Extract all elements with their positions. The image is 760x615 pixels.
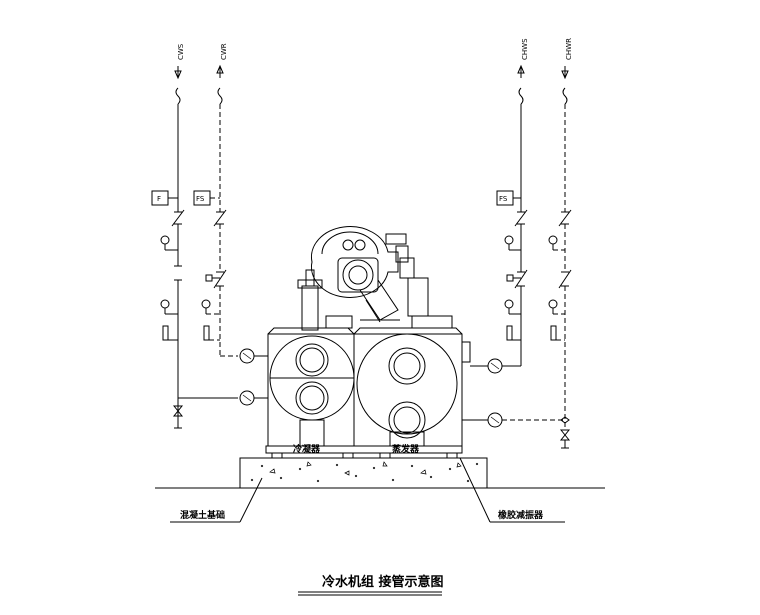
cwr-label: CWR xyxy=(220,43,228,60)
chws-pipe: CHWS FS xyxy=(470,38,529,374)
damper-label: 橡胶减振器 xyxy=(498,509,544,521)
foundation-callout: 混凝土基础 xyxy=(170,477,263,523)
thermometer-icon xyxy=(162,325,169,341)
evaporator xyxy=(353,327,471,447)
concrete-foundation xyxy=(239,457,488,489)
chwr-pipe: CHWR xyxy=(462,38,573,449)
cwr-pipe: CWR FS xyxy=(193,43,268,364)
cws-label: CWS xyxy=(177,43,185,60)
pressure-gauge-icon xyxy=(160,235,170,245)
drain-valve-icon xyxy=(172,405,184,417)
flow-switch-f-label: F xyxy=(157,195,161,203)
condenser-label: 冷凝器 xyxy=(293,443,321,455)
flow-switch-fs-2-label: FS xyxy=(499,195,508,203)
chws-label: CHWS xyxy=(521,38,529,60)
valve-actuator-icon xyxy=(205,274,213,282)
condenser xyxy=(267,327,355,447)
damper-callout: 橡胶减振器 xyxy=(459,457,565,523)
flow-switch-fs-1-label: FS xyxy=(196,195,205,203)
compressor xyxy=(297,226,453,331)
chwr-label: CHWR xyxy=(565,38,573,60)
chiller-unit: 冷凝器 蒸发器 xyxy=(265,226,471,455)
diagram-title: 冷水机组 接管示意图 xyxy=(322,574,444,590)
cws-pipe: CWS F xyxy=(151,43,268,429)
evaporator-label: 蒸发器 xyxy=(392,443,420,455)
foundation-label: 混凝土基础 xyxy=(180,509,225,521)
diagram-title-block: 冷水机组 接管示意图 xyxy=(298,574,444,596)
